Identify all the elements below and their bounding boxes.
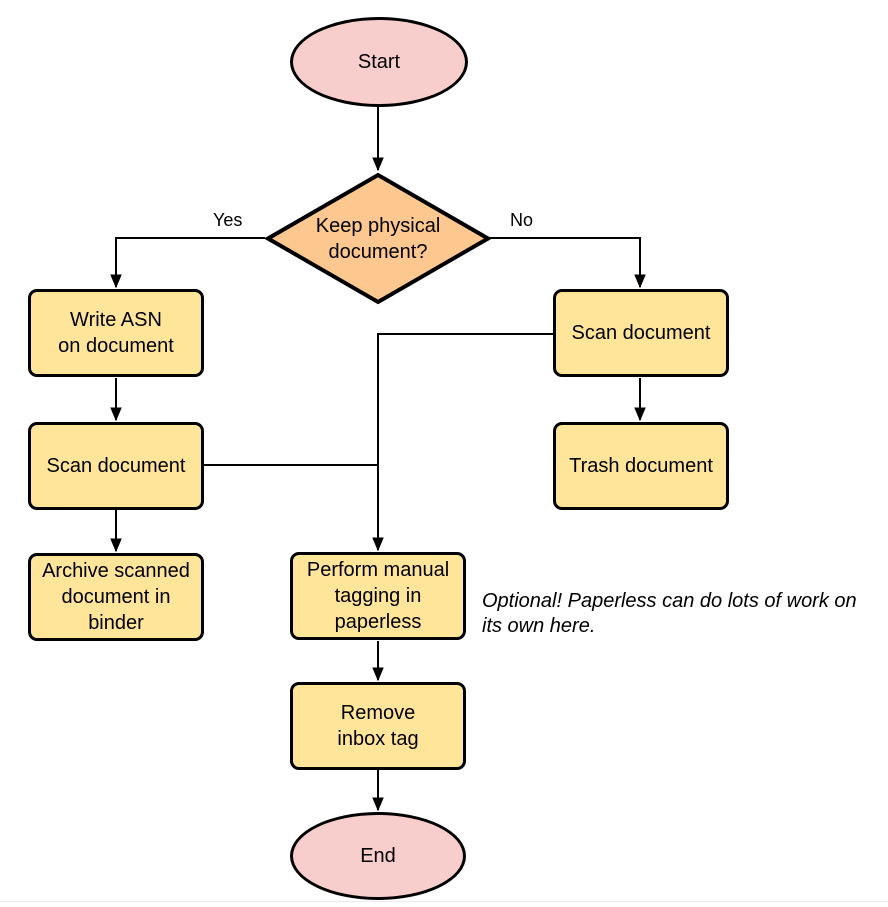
edge-scan-right-to-tagging	[378, 333, 553, 550]
node-scan-document-left: Scan document	[28, 422, 204, 510]
node-scan-right-label: Scan document	[571, 322, 711, 344]
node-end-label: End	[360, 845, 396, 867]
edge-decision-no-to-scan-right	[490, 237, 640, 287]
edge-decision-yes-to-write-asn	[116, 237, 265, 287]
page-bottom-divider	[0, 901, 888, 902]
node-remove-inbox-tag: Remove inbox tag	[290, 682, 466, 770]
edge-label-yes: Yes	[211, 210, 245, 230]
node-end: End	[290, 812, 466, 900]
node-perform-manual-tagging: Perform manual tagging in paperless	[290, 552, 466, 640]
node-write-asn-label: Write ASN on document	[58, 309, 174, 357]
node-remove-inbox-label: Remove inbox tag	[337, 702, 419, 750]
node-tagging-label: Perform manual tagging in paperless	[306, 559, 450, 633]
node-start: Start	[290, 17, 468, 107]
node-scan-left-label: Scan document	[46, 455, 186, 477]
node-trash-label: Trash document	[569, 455, 713, 477]
node-write-asn-on-document: Write ASN on document	[28, 289, 204, 377]
decision-diamond-polygon	[265, 172, 491, 305]
node-trash-document: Trash document	[553, 422, 729, 510]
annotation-optional-paperless: Optional! Paperless can do lots of work …	[482, 590, 857, 637]
decision-diamond-shape	[265, 172, 491, 305]
node-archive-label: Archive scanned document in binder	[42, 560, 190, 634]
node-decision-label: Keep physical document?	[315, 214, 441, 263]
node-archive-scanned-document: Archive scanned document in binder	[28, 553, 204, 641]
node-decision-keep-physical-document: Keep physical document?	[265, 172, 491, 305]
edge-label-no: No	[508, 210, 536, 230]
node-start-label: Start	[357, 51, 401, 73]
node-scan-document-right: Scan document	[553, 289, 729, 377]
